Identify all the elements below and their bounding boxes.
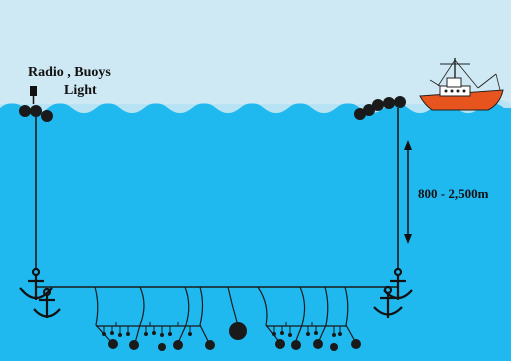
- sea: [0, 103, 511, 361]
- sinker-weight-icon: [330, 343, 338, 351]
- left-sinkers: [108, 339, 215, 351]
- right-sinkers: [275, 339, 361, 351]
- buoy-icon: [383, 97, 395, 109]
- left-buoys: [19, 105, 53, 122]
- buoy-icon: [30, 105, 42, 117]
- sinker-weight-icon: [205, 340, 215, 350]
- hook-icon: [338, 332, 342, 336]
- hook-icon: [126, 332, 130, 336]
- hook-icon: [102, 332, 106, 336]
- hook-icon: [288, 333, 292, 337]
- sinker-weight-icon: [291, 340, 301, 350]
- sinker-weight-icon: [313, 339, 323, 349]
- hook-icon: [168, 332, 172, 336]
- sinker-weight-icon: [108, 339, 118, 349]
- hook-icon: [188, 332, 192, 336]
- buoy-icon: [19, 105, 31, 117]
- hook-icon: [280, 331, 284, 335]
- light-label: Light: [64, 83, 97, 98]
- sinker-weight-icon: [129, 340, 139, 350]
- wave-crest: [0, 100, 511, 113]
- sinker-weight-icon: [158, 343, 166, 351]
- fishing-boat-icon: [419, 58, 504, 111]
- right-hooks: [272, 322, 342, 337]
- buoy-icon: [41, 110, 53, 122]
- hook-icon: [144, 332, 148, 336]
- right-branch-lines: [257, 286, 357, 344]
- radio-buoys-label: Radio , Buoys: [28, 65, 111, 80]
- buoy-icon: [394, 96, 406, 108]
- hook-icon: [314, 331, 318, 335]
- depth-label: 800 - 2,500m: [418, 186, 489, 201]
- radio-beacon-icon: [30, 86, 37, 104]
- hook-icon: [152, 331, 156, 335]
- hook-icon: [160, 333, 164, 337]
- right-buoys: [354, 96, 406, 120]
- centre-drop-line: [227, 286, 238, 323]
- left-branch-lines: [94, 286, 210, 344]
- buoy-icon: [363, 104, 375, 116]
- anchor-icon: [373, 285, 403, 318]
- hook-icon: [332, 333, 336, 337]
- hook-icon: [272, 332, 276, 336]
- buoy-icon: [354, 108, 366, 120]
- hook-icon: [306, 332, 310, 336]
- depth-arrow: [404, 140, 412, 244]
- sinker-weight-icon: [173, 340, 183, 350]
- sinker-weight-icon: [275, 339, 285, 349]
- hook-icon: [118, 333, 122, 337]
- anchor-icon: [33, 287, 61, 318]
- buoy-icon: [372, 99, 384, 111]
- sinker-weight-icon: [229, 322, 247, 340]
- hook-icon: [110, 331, 114, 335]
- sinker-weight-icon: [351, 339, 361, 349]
- left-hooks: [102, 322, 192, 337]
